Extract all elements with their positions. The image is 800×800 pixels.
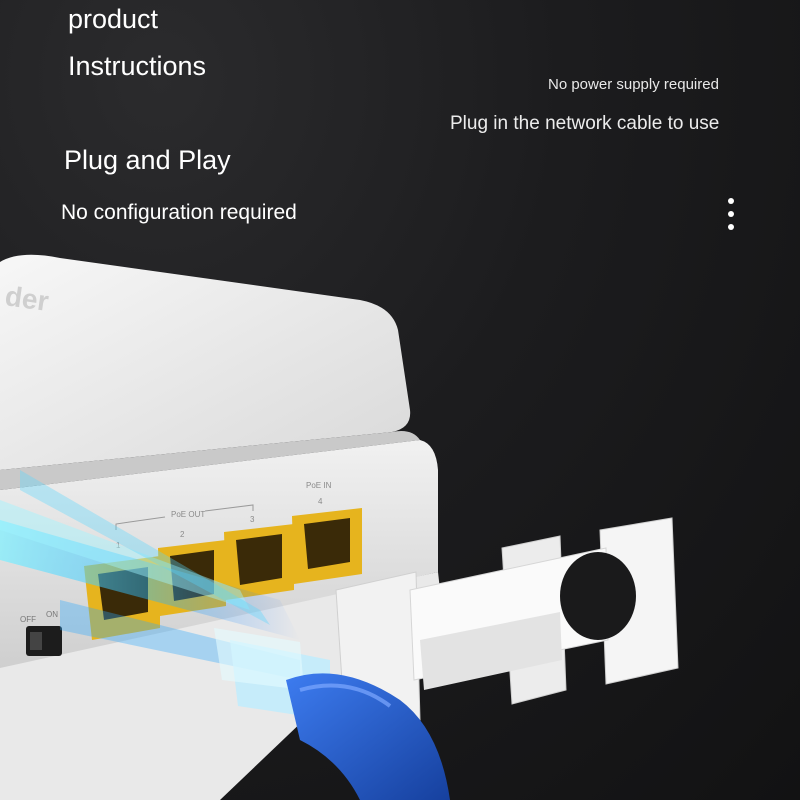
device-base [0, 572, 440, 800]
plug-and-play-heading: Plug and Play [64, 145, 231, 175]
lid-edge [0, 431, 420, 490]
switch-off-label: OFF [20, 615, 36, 624]
switch-on-label: ON [46, 610, 58, 619]
rj45-port-3 [224, 524, 294, 600]
no-config-text: No configuration required [61, 201, 297, 224]
port-number-3: 3 [250, 515, 255, 524]
product-heading: product [68, 4, 159, 34]
port-number-2: 2 [180, 530, 185, 539]
port-number-4: 4 [318, 497, 323, 506]
plug-cable-text: Plug in the network cable to use [450, 113, 720, 134]
brand-text: der [3, 280, 51, 317]
network-cable [214, 628, 450, 800]
no-power-text: No power supply required [548, 76, 719, 93]
port-number-1: 1 [116, 541, 121, 550]
poe-out-label: PoE OUT [171, 510, 205, 519]
poe-in-label: PoE IN [306, 481, 332, 490]
device-lid [0, 254, 411, 470]
more-vertical-icon[interactable] [724, 198, 738, 238]
poe-out-bracket [115, 504, 254, 530]
instructions-heading: Instructions [68, 51, 207, 81]
rj45-port-4 [292, 508, 362, 584]
